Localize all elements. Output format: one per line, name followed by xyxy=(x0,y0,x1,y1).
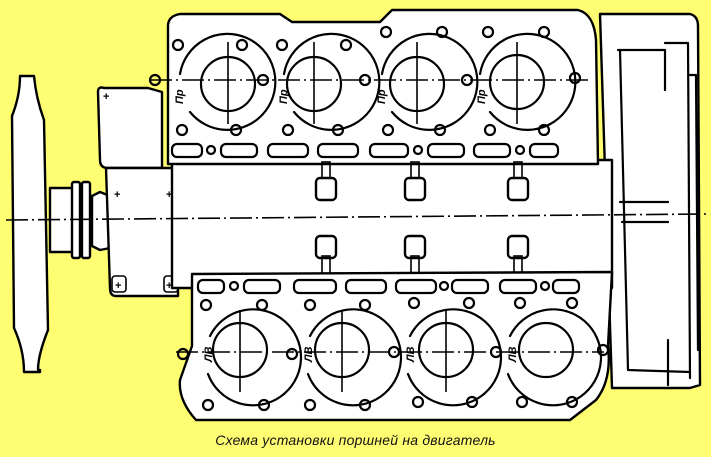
water-passages-bottom xyxy=(196,278,581,295)
engine-block xyxy=(170,158,614,290)
label-pr: Пр xyxy=(376,89,388,104)
cylinder-l4: ЛВ xyxy=(489,296,610,409)
right-cylinder-bank: Пр Пр Пр Пр xyxy=(148,8,600,166)
cylinder-r2: Пр xyxy=(256,32,381,137)
cylinder-r4: Пр xyxy=(460,25,582,137)
tappet-lifters xyxy=(314,161,530,275)
cylinder-r1: Пр xyxy=(171,32,277,137)
crankshaft-axis xyxy=(5,213,707,221)
cylinder-r3: Пр xyxy=(358,25,479,137)
label-pr: Пр xyxy=(476,89,488,104)
cylinder-l2: ЛВ xyxy=(285,298,403,412)
svg-text:+: + xyxy=(115,280,121,292)
cylinder-l3: ЛВ xyxy=(387,296,503,409)
clutch-housing xyxy=(598,12,702,390)
water-passages-top xyxy=(170,142,560,159)
svg-text:+: + xyxy=(166,189,172,201)
label-pr: Пр xyxy=(174,89,186,104)
label-lv: ЛВ xyxy=(507,346,519,363)
svg-text:+: + xyxy=(103,91,109,103)
cylinder-l1: ЛВ xyxy=(176,298,303,412)
diagram-caption: Схема установки поршней на двигатель xyxy=(215,432,496,448)
label-lv: ЛВ xyxy=(405,346,417,363)
label-lv: ЛВ xyxy=(303,346,315,363)
label-pr: Пр xyxy=(278,89,290,104)
svg-text:+: + xyxy=(166,280,172,292)
flywheel xyxy=(10,74,50,374)
svg-text:+: + xyxy=(114,189,120,201)
left-cylinder-bank: ЛВ ЛВ ЛВ ЛВ xyxy=(176,270,614,422)
front-cover: + + + + + xyxy=(96,86,180,298)
label-lv: ЛВ xyxy=(203,346,215,363)
